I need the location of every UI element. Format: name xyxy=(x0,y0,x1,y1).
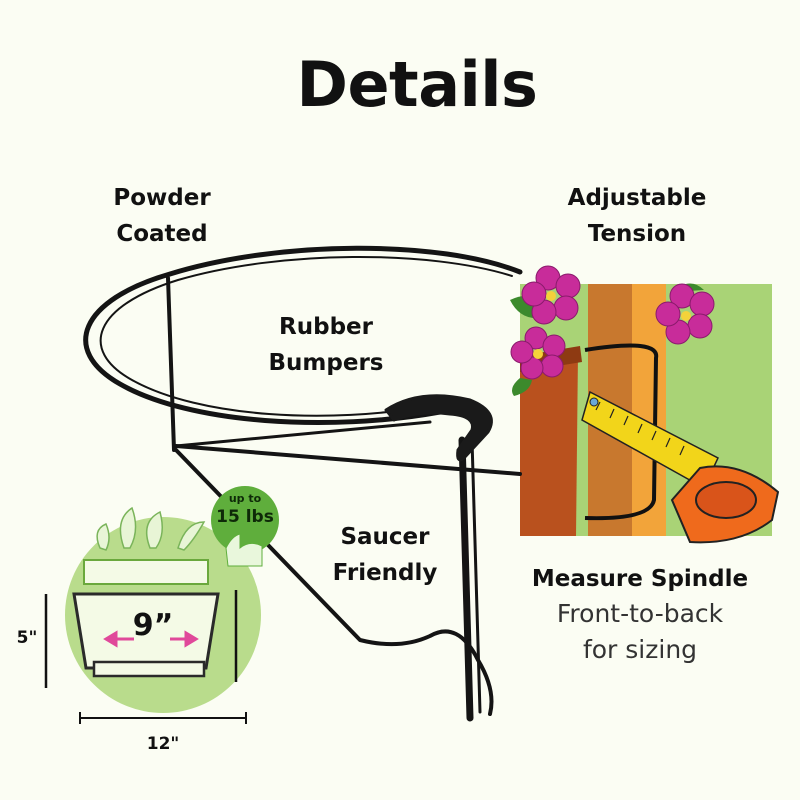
wire-bracket xyxy=(83,245,523,722)
spindle-post-highlight xyxy=(632,284,666,536)
page-title: Details xyxy=(296,48,538,121)
capacity-value: 15 lbs xyxy=(216,507,274,527)
pot-saucer xyxy=(92,660,206,678)
capacity-badge-circle xyxy=(211,486,279,554)
feature-rubber-bumpers-line2: Bumpers xyxy=(268,350,384,376)
pot-body xyxy=(72,592,220,670)
hoop-cross-wire xyxy=(174,420,432,448)
terracotta-pot xyxy=(520,352,578,536)
pot-rim-top xyxy=(83,559,209,585)
feature-powder-coated-line2: Coated xyxy=(116,221,208,247)
feature-rubber-bumpers: Rubber Bumpers xyxy=(226,309,426,381)
pot-height-label: 5" xyxy=(16,628,38,648)
measure-heading: Measure Spindle xyxy=(531,566,749,592)
feature-saucer-friendly-line1: Saucer xyxy=(340,524,430,550)
hoop-ring-outer xyxy=(83,245,523,426)
flower-left-top xyxy=(510,265,581,325)
hoop-strut-left xyxy=(166,276,176,452)
rubber-bumper xyxy=(384,394,493,462)
hoop-front-leg xyxy=(458,436,474,722)
width-dimension xyxy=(79,712,247,724)
feature-adjustable-tension-line1: Adjustable xyxy=(567,185,707,211)
feature-rubber-bumpers-line1: Rubber xyxy=(279,314,373,340)
capacity-prefix: up to xyxy=(228,492,262,505)
feature-powder-coated: Powder Coated xyxy=(62,180,262,252)
pot-outer-width-label: 12" xyxy=(146,734,180,754)
tape-ticks xyxy=(595,401,685,456)
feature-powder-coated-line1: Powder xyxy=(113,185,211,211)
spindle-measure-illustration xyxy=(510,265,780,544)
thumbs-up-icon xyxy=(225,533,263,567)
tape-hook xyxy=(589,397,599,407)
pot-diagram xyxy=(44,486,279,724)
hoop-ring-inner xyxy=(99,255,513,417)
height-dimension xyxy=(44,590,238,688)
post-clip xyxy=(584,343,659,521)
feature-adjustable-tension-line2: Tension xyxy=(587,221,687,247)
measure-line1: Front-to-back xyxy=(556,599,724,628)
hoop-front-leg-back xyxy=(470,438,482,714)
plant-leaves xyxy=(96,506,206,551)
feature-saucer-friendly-line2: Friendly xyxy=(332,560,438,586)
measure-line2: for sizing xyxy=(582,635,698,664)
pot-inner-width-label: 9” xyxy=(132,608,174,643)
tape-case-window xyxy=(695,481,757,519)
width-arrows xyxy=(103,630,199,648)
flower-right xyxy=(655,283,715,345)
feature-saucer-friendly: Saucer Friendly xyxy=(285,519,485,591)
feature-adjustable-tension: Adjustable Tension xyxy=(537,180,737,252)
hoop-diagonal xyxy=(174,448,494,716)
flower-left-bottom xyxy=(510,326,566,396)
